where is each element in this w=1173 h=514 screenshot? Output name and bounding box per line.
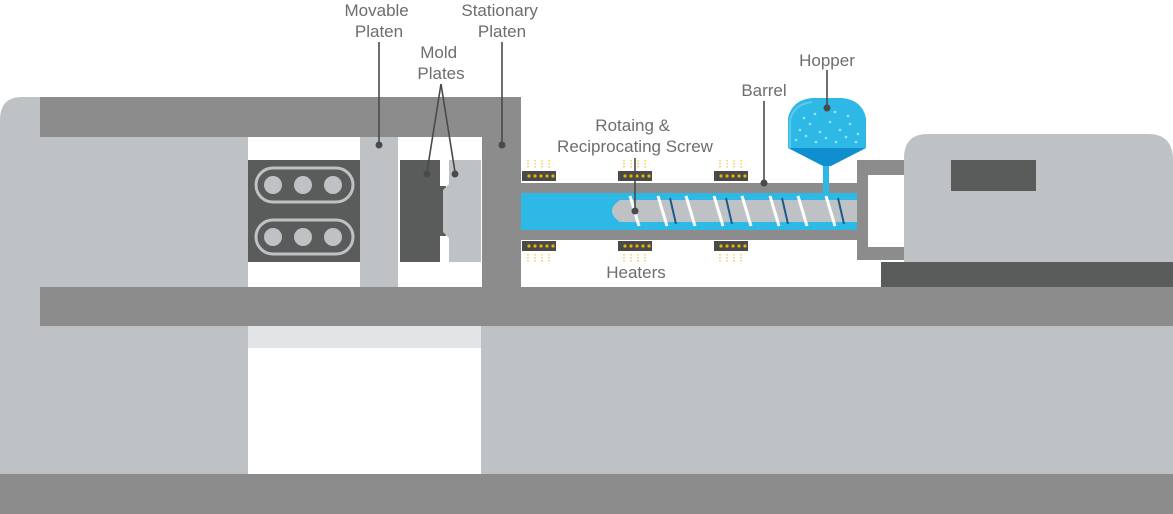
label-screw: Rotaing & Reciprocating Screw [557, 116, 714, 156]
cylinder-dot [294, 176, 312, 194]
leader-line-mold-plate-right [440, 83, 456, 173]
cylinder-dot [264, 228, 282, 246]
hopper-bin-highlight [789, 101, 813, 148]
hydraulic-cylinder-lower [254, 218, 355, 256]
screw-flight-shadow [725, 197, 733, 225]
left-end-block [0, 97, 40, 326]
screw-flight [740, 195, 753, 227]
hydraulic-block [248, 160, 360, 262]
drive-base-plate [881, 262, 1173, 287]
cylinder-dot [324, 228, 342, 246]
injection-unit [521, 98, 1173, 287]
hopper-funnel [788, 148, 866, 166]
lower-body-gap-strip [248, 326, 481, 348]
machine-frame [0, 97, 1173, 514]
screw-flight [712, 195, 725, 227]
screw-flight [796, 195, 809, 227]
clamp-back-panel [40, 137, 248, 287]
label-heaters: Heaters [606, 263, 666, 282]
label-mold-plates: Mold Plates [417, 43, 464, 83]
leader-line-mold-plate-left [426, 83, 442, 173]
leader-dot [823, 104, 831, 112]
base-rail [40, 287, 1173, 326]
screw-tip [612, 200, 857, 222]
stationary-platen [482, 137, 521, 287]
heater-band [714, 241, 748, 251]
labels: Movable Platen Stationary Platen Mold Pl… [345, 1, 856, 282]
screw-flight [768, 195, 781, 227]
heat-waves-icon [527, 254, 742, 262]
heater-band [618, 241, 652, 251]
heater-band [714, 171, 748, 181]
control-panel-display [951, 160, 1036, 191]
cylinder-dot [324, 176, 342, 194]
hopper-feed-tube [823, 162, 829, 194]
label-stationary-platen: Stationary Platen [461, 1, 542, 41]
plastic-pellets-icon [794, 110, 860, 144]
screw-flight-shadow [837, 197, 845, 225]
drive-coupling-inner [868, 175, 906, 247]
heater-band [522, 241, 556, 251]
label-hopper: Hopper [799, 51, 855, 70]
screw-flight-shadow [781, 197, 789, 225]
drive-motor-housing [904, 134, 1173, 262]
leader-dot [498, 141, 506, 149]
screw-flight [684, 195, 697, 227]
heaters-bottom [522, 241, 748, 262]
leader-dot [451, 170, 459, 178]
movable-platen [360, 137, 398, 287]
clamping-unit [248, 137, 521, 287]
cylinder-dot [264, 176, 282, 194]
hopper [788, 98, 866, 194]
leader-dot [631, 207, 639, 215]
leader-dot [423, 170, 431, 178]
screw-flight [824, 195, 837, 227]
clamp-top-bar [40, 97, 521, 137]
screw-flight-shadow [669, 197, 677, 225]
cylinder-dot [294, 228, 312, 246]
floor-base [0, 474, 1173, 514]
heat-waves-icon [527, 160, 742, 168]
label-movable-platen: Movable Platen [345, 1, 414, 41]
lower-body-left [0, 326, 248, 474]
screw-flight-shadows [669, 197, 845, 225]
hopper-bin [788, 98, 866, 148]
heater-band [522, 171, 556, 181]
leader-dot [760, 179, 768, 187]
hydraulic-cylinder-upper [254, 166, 355, 204]
leader-lines [378, 42, 828, 212]
leader-dot [375, 141, 383, 149]
screw-flight [656, 195, 669, 227]
leader-dots [375, 104, 831, 215]
mold-plate-right [443, 160, 481, 262]
lower-body-right [481, 326, 1173, 474]
label-barrel: Barrel [741, 81, 786, 100]
mold-plate-left [400, 160, 440, 262]
